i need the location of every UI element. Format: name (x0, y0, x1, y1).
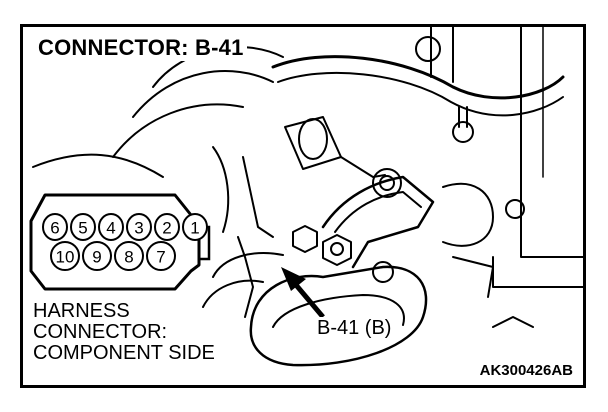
connector-pin-8 (114, 241, 144, 271)
connector-pin-3 (126, 213, 152, 241)
sensor-connector-body (284, 116, 342, 170)
sensor-connector-end (298, 118, 328, 160)
connector-pin-4 (98, 213, 124, 241)
connector-pin-9 (82, 241, 112, 271)
connector-pin-label-5: 5 (78, 219, 87, 238)
sensor-bracket (321, 175, 435, 269)
figure-code: AK300426AB (477, 362, 575, 379)
connector-pin-2 (154, 213, 180, 241)
right-boss (442, 182, 494, 247)
bracket-line (492, 256, 583, 288)
connector-pin-label-10: 10 (56, 248, 75, 267)
connector-pin-label-9: 9 (92, 248, 101, 267)
bracket-bolt-right (322, 234, 352, 266)
connector-pin-label-3: 3 (134, 219, 143, 238)
body-panel-line (520, 27, 583, 258)
connector-pin-label-8: 8 (124, 248, 133, 267)
connector-pin-10 (50, 241, 80, 271)
harness-label-line-3: COMPONENT SIDE (33, 342, 217, 364)
connector-pin-6 (42, 213, 68, 241)
sensor-bracket-inner (334, 191, 422, 233)
connector-pin-7 (146, 241, 176, 271)
connector-pin-label-4: 4 (106, 219, 115, 238)
bolt-top (415, 36, 441, 62)
callout-label: B-41 (B) (315, 317, 394, 340)
bracket-bolt-right-center (330, 242, 344, 256)
sensor-mount-bolt-center (379, 175, 395, 191)
left-bracket-line (242, 156, 274, 238)
sensor-mount-bolt (372, 168, 402, 198)
pointer-hook (492, 316, 534, 328)
connector-housing-outline (29, 193, 201, 291)
lower-housing-contour (272, 294, 405, 328)
right-bolt (505, 199, 525, 219)
left-vertical-line (212, 146, 230, 233)
connector-side-clip (237, 236, 254, 318)
bracket-bolt-left (292, 225, 318, 253)
connector-title: CONNECTOR: B-41 (35, 35, 247, 61)
connector-pin-label-1: 1 (190, 219, 199, 238)
callout-arrow (281, 267, 325, 319)
lower-nut (372, 261, 394, 283)
housing-left-line-2 (202, 279, 264, 308)
housing-left-line (212, 252, 284, 278)
connector-pin-5 (70, 213, 96, 241)
wire-loom-left (112, 103, 244, 158)
harness-label-line-2: CONNECTOR: (33, 321, 170, 343)
left-hose-line (32, 153, 164, 178)
connector-pin-1 (182, 213, 208, 241)
harness-label-line-1: HARNESS (33, 300, 132, 322)
upper-hose (271, 55, 565, 100)
lower-housing (249, 265, 428, 367)
upper-hose-edge (277, 71, 564, 117)
connector-pin-label-2: 2 (162, 219, 171, 238)
harness-connector-label: HARNESS CONNECTOR: COMPONENT SIDE (33, 301, 217, 364)
connector-pin-label-6: 6 (50, 219, 59, 238)
stud-bolt-shaft (458, 106, 468, 128)
stud-bolt (452, 121, 474, 143)
wire-loom-top-2 (132, 70, 274, 118)
right-bracket (452, 256, 494, 298)
connector-pin-label-7: 7 (156, 248, 165, 267)
connector-bottom-row: 10 9 8 7 (50, 241, 176, 271)
sensor-cable (340, 156, 386, 178)
